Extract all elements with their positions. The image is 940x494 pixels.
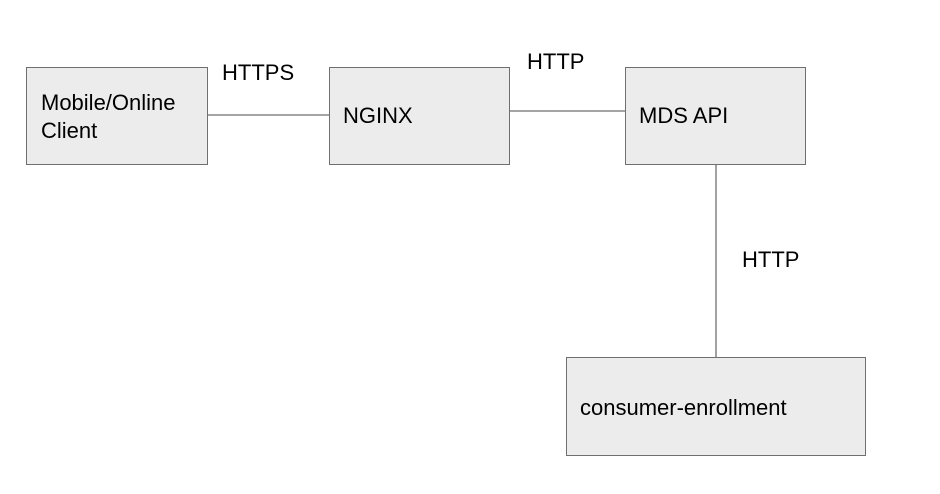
edge-label-https: HTTPS: [222, 60, 295, 85]
node-label: consumer-enrollment: [580, 395, 787, 420]
mobile-online-client-node: Mobile/Online Client: [26, 67, 208, 165]
consumer-enrollment-node: consumer-enrollment: [566, 357, 866, 456]
edge-label-http: HTTP: [742, 247, 800, 272]
node-label: NGINX: [343, 103, 413, 128]
node-label: Mobile/Online Client: [41, 90, 176, 143]
nginx-node: NGINX: [329, 67, 510, 165]
mds-api-node: MDS API: [625, 67, 806, 165]
node-label: MDS API: [639, 103, 729, 128]
edge-label-http: HTTP: [527, 49, 585, 74]
